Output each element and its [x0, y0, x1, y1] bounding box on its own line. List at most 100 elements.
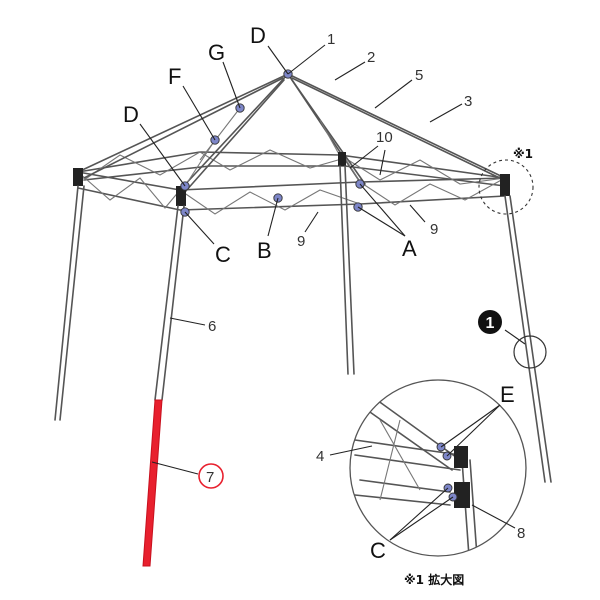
- inset-bar-2: [354, 454, 461, 471]
- leader-a-upper: [359, 183, 406, 237]
- leg-back-center-a: [339, 165, 349, 375]
- label-a: A: [402, 236, 417, 261]
- front-right-scissor: [359, 177, 506, 206]
- label-d-left: D: [123, 102, 139, 127]
- leader-b: [267, 197, 279, 237]
- leader-d-top: [267, 45, 289, 75]
- inset-brace-2: [379, 419, 401, 501]
- leaders: [139, 44, 526, 475]
- rafter-front-left-inner: [184, 79, 285, 193]
- label-2: 2: [367, 49, 375, 66]
- front-mid-scissor: [179, 189, 361, 215]
- inset-bar-1: [354, 439, 461, 456]
- zoom-circle-icon: [513, 335, 547, 369]
- label-d-top: D: [250, 23, 266, 48]
- label-7-ring: [198, 463, 224, 489]
- back-rim-bottom: [83, 165, 506, 187]
- label-9-right: 9: [430, 221, 438, 238]
- strut-center: [344, 157, 361, 183]
- leg-back-center-b: [344, 165, 355, 375]
- leader-c: [184, 211, 215, 245]
- label-8: 8: [517, 525, 525, 542]
- legs: [54, 165, 552, 483]
- leader-f: [182, 85, 216, 141]
- rafter-front-left: [179, 73, 289, 191]
- strut-f: [184, 139, 216, 187]
- leader-1: [287, 44, 326, 75]
- back-scissor: [83, 149, 346, 181]
- label-e: E: [500, 382, 515, 407]
- inset-bar-4: [369, 394, 461, 461]
- label-6: 6: [208, 318, 216, 335]
- leader-6: [169, 317, 206, 326]
- leader-9-left: [304, 211, 319, 233]
- front-rim-bottom: [77, 187, 506, 211]
- callout-mark: ※1: [513, 147, 533, 161]
- inset-bar-5: [359, 479, 451, 493]
- bracket-back-left: [73, 168, 83, 186]
- label-10: 10: [376, 129, 393, 146]
- rafter-right: [287, 73, 506, 179]
- label-1: 1: [327, 31, 335, 48]
- label-c: C: [215, 242, 231, 267]
- inset-caption: ※1 拡大図: [404, 572, 464, 587]
- inset-leader-8: [471, 504, 516, 529]
- leader-2: [334, 61, 366, 81]
- inset-enlarged-view: [329, 379, 527, 557]
- leader-7: [151, 461, 199, 475]
- callout-circle: [478, 159, 534, 215]
- inset-leader-c1: [389, 487, 449, 541]
- inset-circle: [349, 379, 527, 557]
- rafter-right-inner: [291, 77, 509, 183]
- inset-bar-6: [354, 494, 451, 506]
- label-4: 4: [316, 448, 324, 465]
- inset-leader-e2: [446, 404, 501, 457]
- inset-brace-1: [379, 419, 421, 491]
- label-c-inset: C: [370, 538, 386, 563]
- label-5: 5: [415, 67, 423, 84]
- circled-number-icon: 1: [478, 310, 502, 334]
- bracket-right: [500, 174, 510, 196]
- label-f: F: [168, 64, 181, 89]
- back-right-scissor: [344, 157, 506, 185]
- strut-g: [199, 107, 241, 161]
- front-left-scissor: [77, 171, 181, 209]
- rafter-back-left-inner: [83, 77, 284, 179]
- leader-g: [222, 61, 241, 109]
- bracket-front-left: [176, 186, 186, 206]
- front-rim-top: [77, 171, 506, 191]
- leader-9-right: [409, 204, 426, 223]
- label-9-left: 9: [297, 233, 305, 250]
- leg-back-left-a: [54, 185, 79, 421]
- labels: D G F D C B A E C 1 2 3 4 5 6 8 9 9 10 7…: [123, 23, 533, 587]
- inset-bracket-lower: [454, 482, 470, 508]
- leader-a-lower: [357, 206, 406, 237]
- back-rim-top: [77, 151, 506, 179]
- leg-right-b: [509, 195, 552, 483]
- leader-3: [429, 103, 463, 123]
- leg-lower-highlighted: [142, 399, 163, 567]
- leg-front-left-upper-a: [154, 205, 179, 401]
- label-7: 7: [206, 469, 214, 486]
- inset-leader-e1: [440, 404, 501, 448]
- rafter-front-right-inner: [291, 79, 366, 185]
- inset-leader-c2: [389, 496, 454, 541]
- label-3: 3: [464, 93, 472, 110]
- rafter-back-left: [77, 73, 289, 173]
- inset-bar-3: [359, 404, 453, 471]
- strut-back-right: [319, 119, 341, 157]
- leg-back-left-b: [59, 185, 85, 421]
- label-g: G: [208, 40, 225, 65]
- inset-bracket-upper: [454, 446, 468, 468]
- leader-10b: [379, 149, 386, 176]
- leader-5: [374, 79, 413, 109]
- inset-leader-4: [329, 445, 373, 456]
- leg-right-a: [504, 195, 546, 483]
- leader-10a: [349, 145, 379, 169]
- step-number-text: 1: [486, 315, 495, 332]
- leader-d-left: [139, 123, 186, 187]
- bracket-back-center: [338, 152, 346, 166]
- label-b: B: [257, 238, 272, 263]
